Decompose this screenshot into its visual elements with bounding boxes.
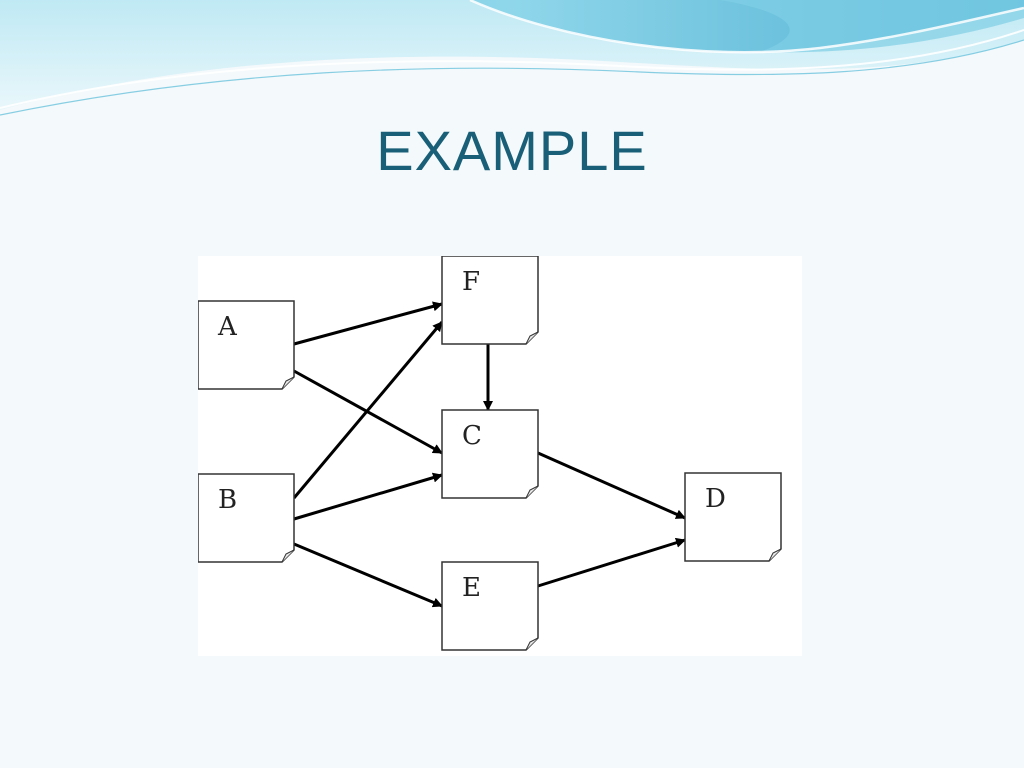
page-fold-icon — [281, 549, 295, 563]
edge-b-to-e — [293, 542, 443, 608]
node-box — [198, 300, 295, 390]
node-e: E — [441, 561, 539, 651]
node-d: D — [684, 472, 782, 562]
page-fold-icon — [525, 485, 539, 499]
nodes-layer: A B F C E D — [198, 256, 782, 651]
node-label: C — [462, 421, 482, 451]
page-fold-icon — [525, 331, 539, 345]
wave-line-3 — [469, 0, 1024, 54]
page-fold-icon — [281, 376, 295, 390]
wave-line-1 — [0, 29, 1024, 109]
node-box — [441, 409, 539, 499]
node-f: F — [441, 256, 539, 345]
edge-e-to-d — [537, 537, 686, 588]
node-b: B — [198, 473, 295, 563]
page-fold-icon — [768, 548, 782, 562]
wave-line-2 — [0, 39, 1024, 116]
node-label: D — [705, 484, 726, 514]
node-c: C — [441, 409, 539, 499]
wave-shape-front — [0, 0, 1024, 53]
node-box — [441, 256, 539, 345]
slide-title: EXAMPLE — [376, 119, 648, 182]
edge-b-to-f — [292, 321, 444, 499]
node-label: E — [462, 573, 481, 603]
edges-layer — [292, 301, 686, 608]
node-label: A — [217, 312, 238, 342]
node-label: F — [462, 267, 480, 297]
edge-c-to-d — [537, 451, 686, 520]
edge-b-to-c — [293, 472, 443, 521]
dependency-diagram: A B F C E D — [198, 256, 802, 656]
header-wave-decoration — [0, 0, 1024, 116]
edge-a-to-f — [293, 301, 443, 346]
node-a: A — [198, 300, 295, 390]
node-box — [441, 561, 539, 651]
node-box — [198, 473, 295, 563]
node-label: B — [218, 485, 237, 515]
page-fold-icon — [525, 637, 539, 651]
wave-shape-right — [720, 0, 1024, 53]
node-box — [684, 472, 782, 562]
